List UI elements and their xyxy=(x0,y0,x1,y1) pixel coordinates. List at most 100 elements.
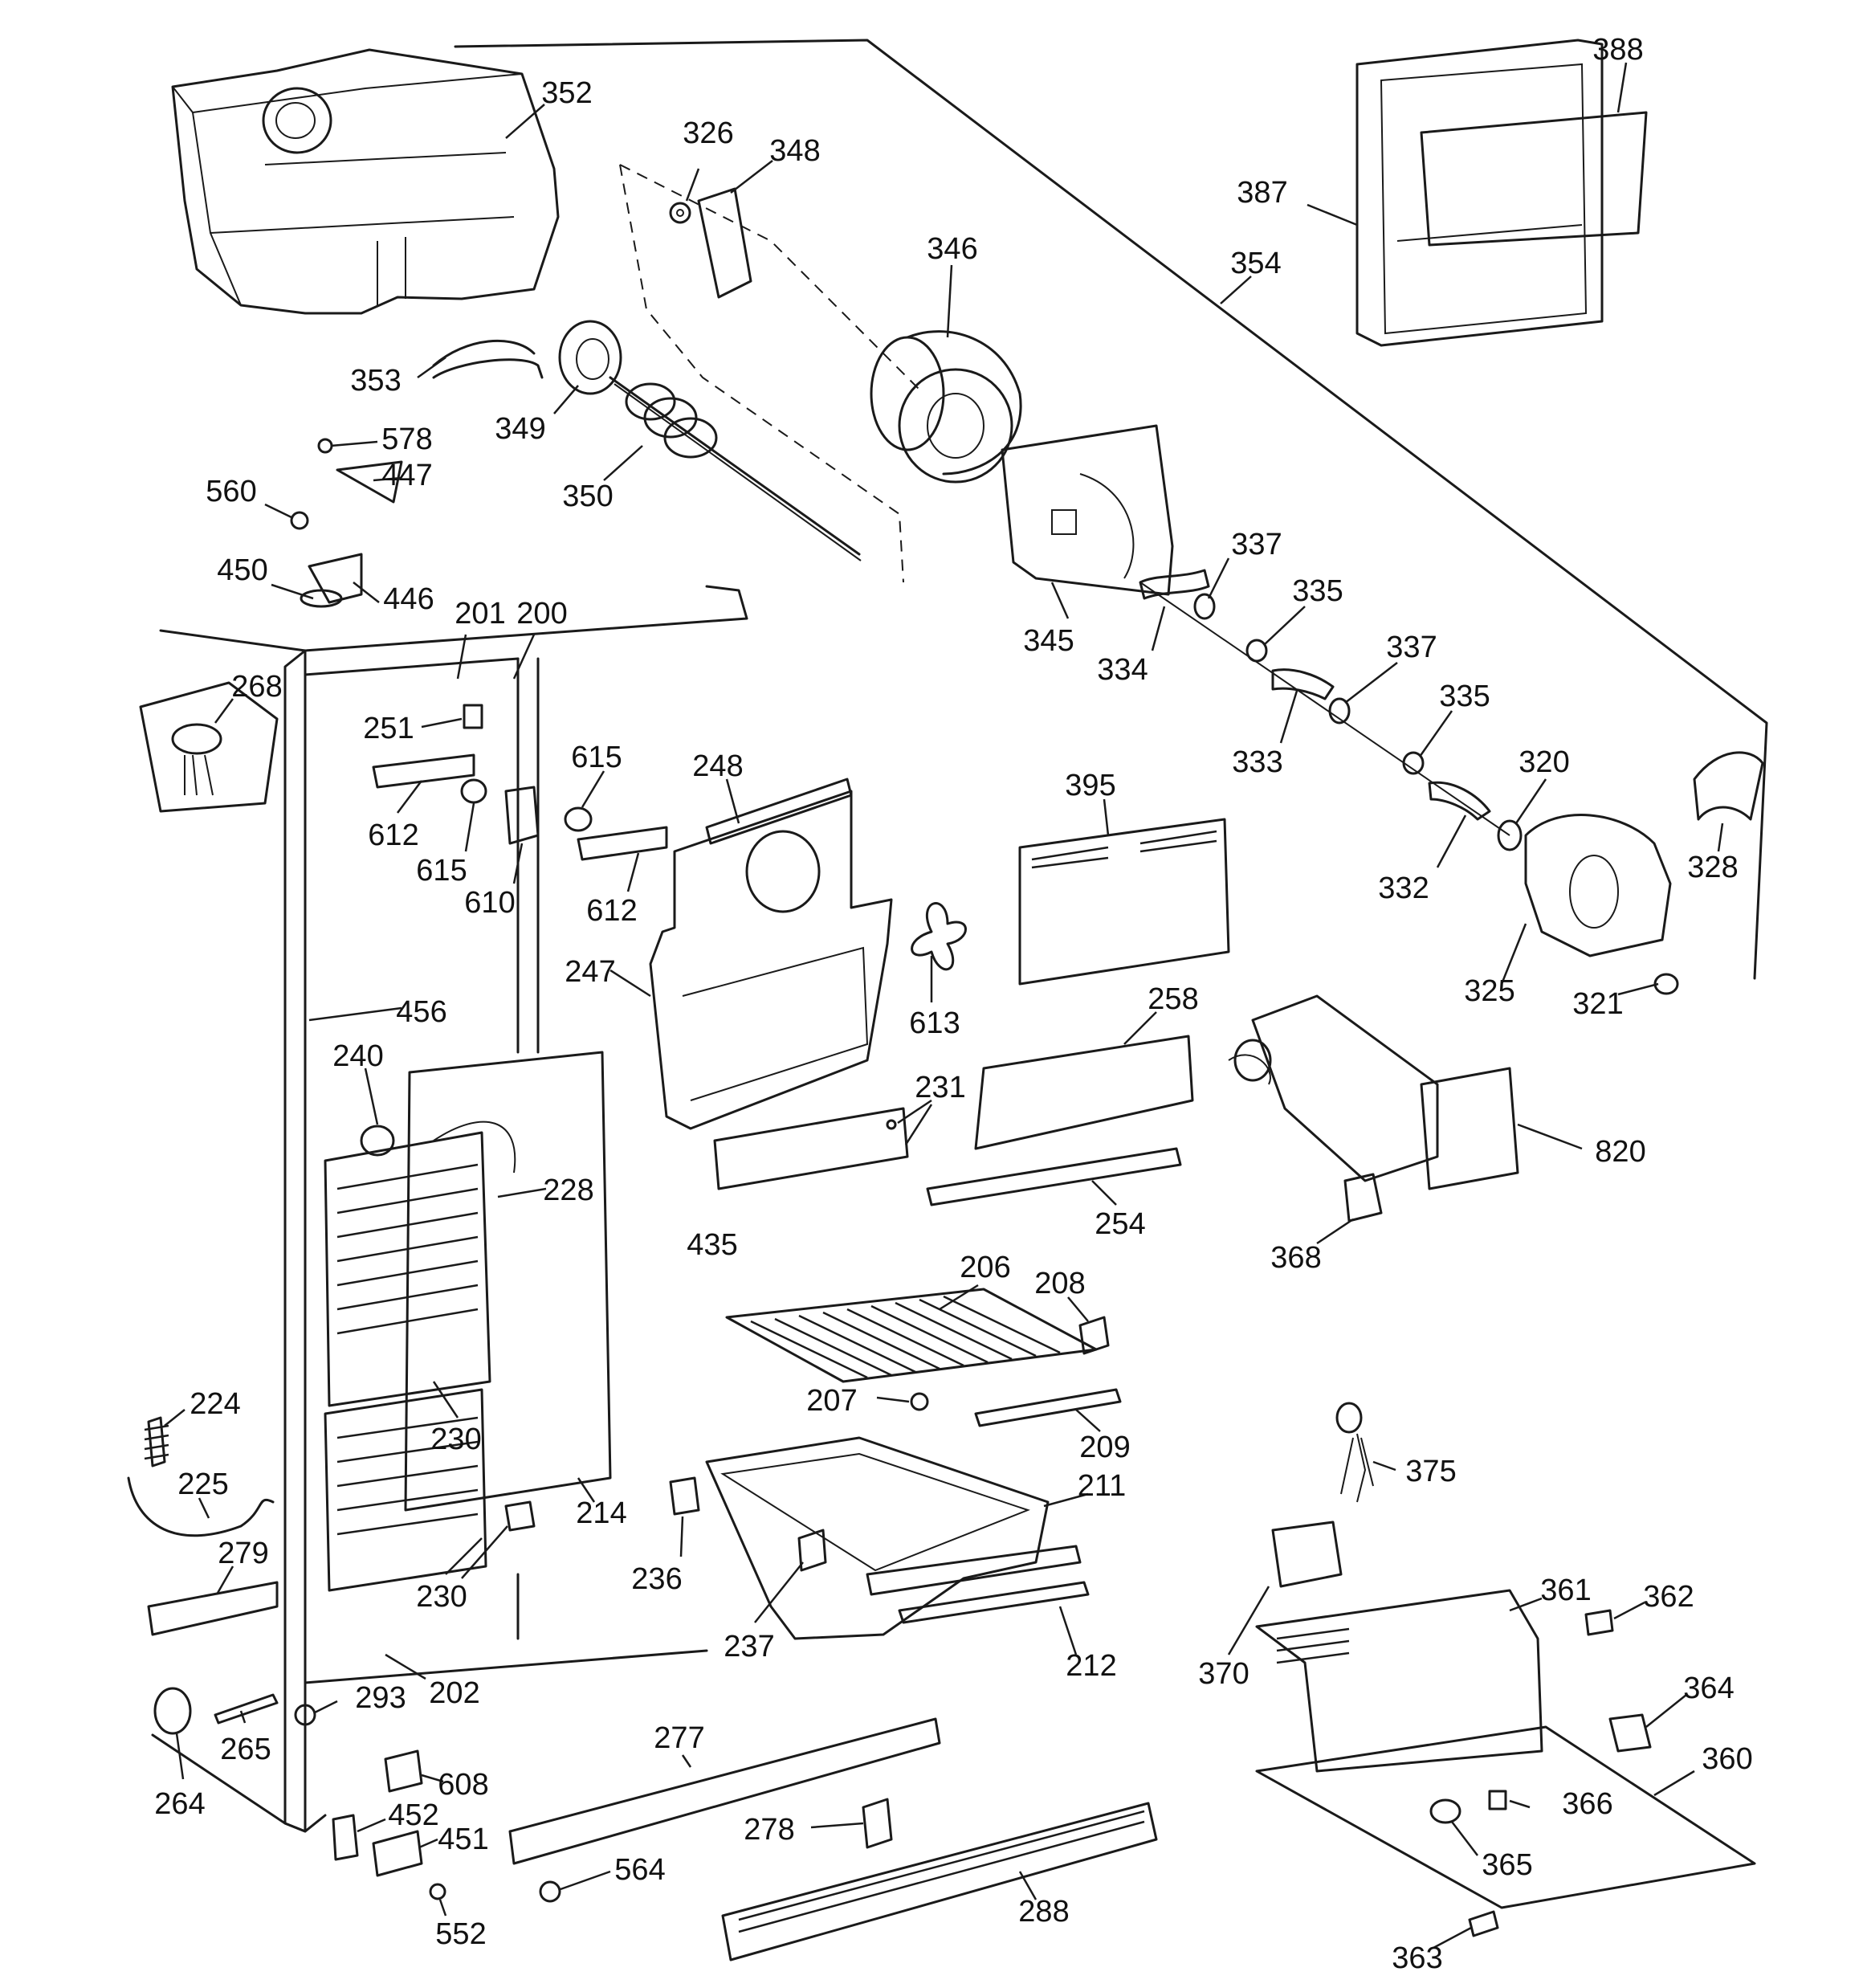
part-label-288: 288 xyxy=(1018,1895,1069,1929)
crisper-bin-211 xyxy=(669,1436,1090,1655)
part-label-209: 209 xyxy=(1079,1431,1130,1464)
icemaker-820 xyxy=(1228,994,1583,1190)
part-label-613: 613 xyxy=(909,1006,960,1040)
part-label-236: 236 xyxy=(631,1562,682,1596)
lower-left-parts xyxy=(127,1409,279,1636)
part-label-349: 349 xyxy=(495,412,545,446)
cam-assembly xyxy=(1139,557,1547,868)
part-label-435: 435 xyxy=(687,1228,737,1262)
fan-blade-613 xyxy=(886,902,967,1145)
part-label-225: 225 xyxy=(177,1468,228,1501)
part-label-254: 254 xyxy=(1095,1207,1145,1241)
part-label-348: 348 xyxy=(769,134,820,168)
part-label-452: 452 xyxy=(388,1798,438,1832)
part-label-206: 206 xyxy=(960,1251,1010,1284)
part-label-552: 552 xyxy=(435,1917,486,1951)
part-label-321: 321 xyxy=(1572,987,1623,1021)
part-label-265: 265 xyxy=(220,1733,271,1766)
ice-bucket-352 xyxy=(171,48,560,379)
part-label-237: 237 xyxy=(724,1630,774,1663)
control-assembly xyxy=(1227,1521,1756,1949)
part-label-354: 354 xyxy=(1230,247,1281,280)
part-label-212: 212 xyxy=(1066,1649,1116,1683)
part-label-230: 230 xyxy=(416,1580,467,1614)
part-label-375: 375 xyxy=(1405,1455,1456,1488)
part-label-447: 447 xyxy=(381,459,432,492)
small-parts-326-348 xyxy=(669,160,773,299)
part-label-368: 368 xyxy=(1270,1241,1321,1275)
part-label-328: 328 xyxy=(1687,851,1738,884)
part-label-387: 387 xyxy=(1237,176,1287,210)
light-socket-268 xyxy=(139,681,279,813)
part-label-277: 277 xyxy=(654,1721,704,1755)
drive-motor-325 xyxy=(1500,751,1764,996)
divider-lines xyxy=(454,39,1768,980)
part-label-335: 335 xyxy=(1439,680,1490,713)
harness-375 xyxy=(1335,1402,1396,1503)
drive-housing-346 xyxy=(870,264,1022,484)
cabinet-frame xyxy=(151,585,748,1833)
part-label-370: 370 xyxy=(1198,1657,1249,1691)
part-label-258: 258 xyxy=(1148,982,1198,1016)
part-label-333: 333 xyxy=(1232,745,1282,779)
part-label-279: 279 xyxy=(218,1537,268,1570)
lower-hardware xyxy=(153,1687,447,1917)
part-label-200: 200 xyxy=(516,597,567,631)
part-label-208: 208 xyxy=(1034,1267,1085,1300)
part-label-240: 240 xyxy=(332,1039,383,1073)
part-label-446: 446 xyxy=(383,582,434,616)
part-label-337: 337 xyxy=(1386,631,1437,664)
panel-395 xyxy=(1018,798,1230,986)
part-label-456: 456 xyxy=(396,995,446,1029)
auger-assembly xyxy=(553,320,862,561)
part-label-332: 332 xyxy=(1378,872,1429,905)
part-label-451: 451 xyxy=(438,1823,488,1856)
damper-parts xyxy=(372,704,668,892)
part-label-202: 202 xyxy=(429,1676,479,1710)
part-label-326: 326 xyxy=(683,116,733,150)
wire-shelf-206 xyxy=(725,1284,1122,1432)
part-label-293: 293 xyxy=(355,1681,406,1715)
part-label-207: 207 xyxy=(806,1384,857,1418)
part-label-335: 335 xyxy=(1292,574,1343,608)
part-label-615: 615 xyxy=(571,741,622,774)
part-label-578: 578 xyxy=(381,423,432,456)
part-label-268: 268 xyxy=(231,670,282,704)
part-label-337: 337 xyxy=(1231,528,1282,561)
wire-353 xyxy=(417,339,536,379)
part-label-395: 395 xyxy=(1065,769,1115,802)
front-rails xyxy=(508,1717,1158,1961)
part-label-388: 388 xyxy=(1592,33,1643,67)
part-label-363: 363 xyxy=(1392,1941,1442,1975)
part-label-366: 366 xyxy=(1562,1787,1612,1821)
door-panel-387-388 xyxy=(1307,39,1648,347)
part-label-362: 362 xyxy=(1643,1580,1694,1614)
part-label-560: 560 xyxy=(206,475,256,508)
part-label-325: 325 xyxy=(1464,974,1514,1008)
part-label-360: 360 xyxy=(1702,1742,1752,1776)
part-label-612: 612 xyxy=(368,818,418,852)
part-label-228: 228 xyxy=(543,1174,593,1207)
evaporator-assembly xyxy=(308,1006,612,1592)
part-label-224: 224 xyxy=(190,1387,240,1421)
part-label-278: 278 xyxy=(744,1813,794,1847)
part-label-352: 352 xyxy=(541,76,592,110)
part-label-450: 450 xyxy=(217,553,267,587)
part-label-211: 211 xyxy=(1078,1469,1127,1503)
part-label-248: 248 xyxy=(692,749,743,783)
part-label-353: 353 xyxy=(350,364,401,398)
part-label-615: 615 xyxy=(416,854,467,888)
part-label-264: 264 xyxy=(154,1787,205,1821)
fan-shroud-247-248 xyxy=(609,778,909,1190)
part-label-230: 230 xyxy=(430,1423,481,1456)
part-label-350: 350 xyxy=(562,480,613,513)
part-label-612: 612 xyxy=(586,894,637,928)
part-label-320: 320 xyxy=(1519,745,1569,779)
part-label-231: 231 xyxy=(915,1071,965,1104)
part-label-214: 214 xyxy=(576,1496,626,1530)
dashed-panel xyxy=(619,164,924,583)
part-label-364: 364 xyxy=(1683,1672,1734,1705)
part-label-346: 346 xyxy=(927,232,977,266)
